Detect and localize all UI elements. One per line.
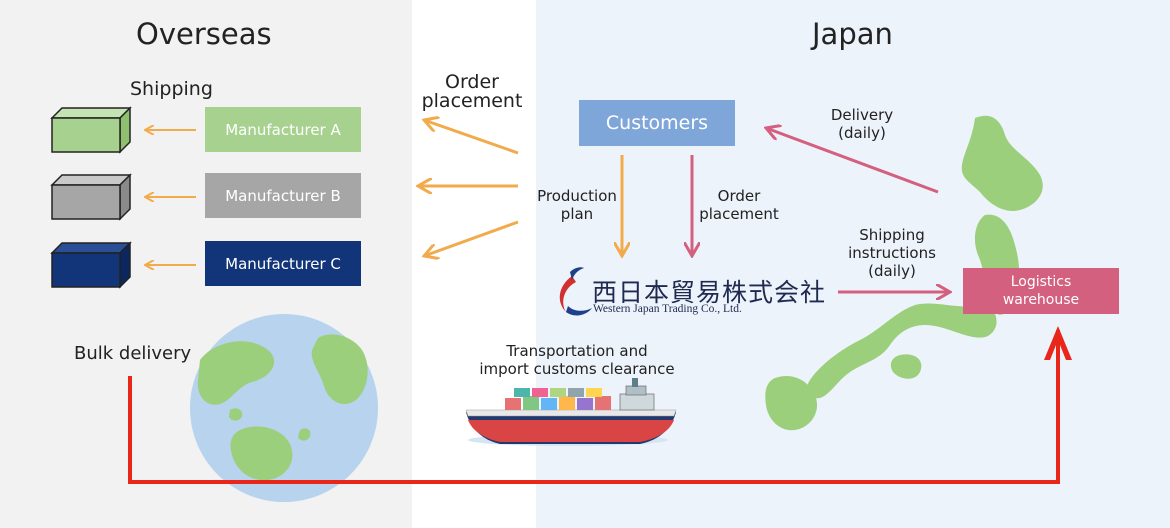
shipping-instructions-line1: Shipping — [859, 226, 925, 244]
order-arrow-c — [424, 220, 519, 256]
production-plan-line2: plan — [560, 205, 594, 223]
transportation-label: Transportation and import customs cleara… — [470, 342, 684, 378]
manufacturer-c-box: Manufacturer C — [205, 241, 361, 286]
order-placement-left-line1: Order — [445, 71, 499, 93]
order-placement-mid-line1: Order — [717, 187, 761, 205]
container-navy-icon — [50, 241, 132, 289]
order-placement-left-label: Order placement — [420, 73, 524, 111]
shipping-instructions-line3: (daily) — [868, 262, 916, 280]
japan-title: Japan — [812, 17, 893, 51]
bulk-delivery-route — [128, 330, 1060, 484]
bulk-delivery-arrowhead — [1044, 326, 1072, 360]
delivery-line1: Delivery — [830, 106, 894, 124]
logistics-line2: warehouse — [1002, 292, 1080, 308]
delivery-arrow — [766, 128, 939, 194]
logistics-warehouse-box: Logistics warehouse — [963, 268, 1119, 314]
transport-line2: import customs clearance — [479, 360, 675, 378]
shipping-instructions-label: Shipping instructions (daily) — [842, 226, 942, 280]
company-logo-icon — [559, 267, 592, 316]
company-name-jp: 西日本貿易株式会社 — [592, 278, 827, 307]
delivery-label: Delivery (daily) — [822, 106, 902, 142]
order-placement-mid-line2: placement — [699, 205, 779, 223]
transport-line1: Transportation and — [506, 342, 648, 360]
container-gray-icon — [50, 173, 132, 221]
cargo-ship-icon — [465, 378, 677, 446]
shipping-instructions-line2: instructions — [848, 244, 936, 262]
shipping-label: Shipping — [130, 78, 213, 100]
container-green-icon — [50, 106, 132, 154]
production-plan-line1: Production — [537, 187, 617, 205]
order-placement-mid-label: Order placement — [694, 187, 784, 223]
logistics-line1: Logistics — [1010, 274, 1072, 290]
order-placement-left-line2: placement — [421, 90, 523, 112]
order-arrow-a — [424, 120, 519, 155]
overseas-title: Overseas — [136, 17, 272, 51]
company-name-en: Western Japan Trading Co., Ltd. — [593, 303, 742, 315]
production-plan-label: Production plan — [530, 187, 624, 223]
customers-box: Customers — [579, 100, 735, 146]
bulk-delivery-label: Bulk delivery — [74, 343, 192, 364]
manufacturer-b-box: Manufacturer B — [205, 173, 361, 218]
globe — [190, 314, 378, 502]
delivery-line2: (daily) — [838, 124, 886, 142]
manufacturer-a-box: Manufacturer A — [205, 107, 361, 152]
